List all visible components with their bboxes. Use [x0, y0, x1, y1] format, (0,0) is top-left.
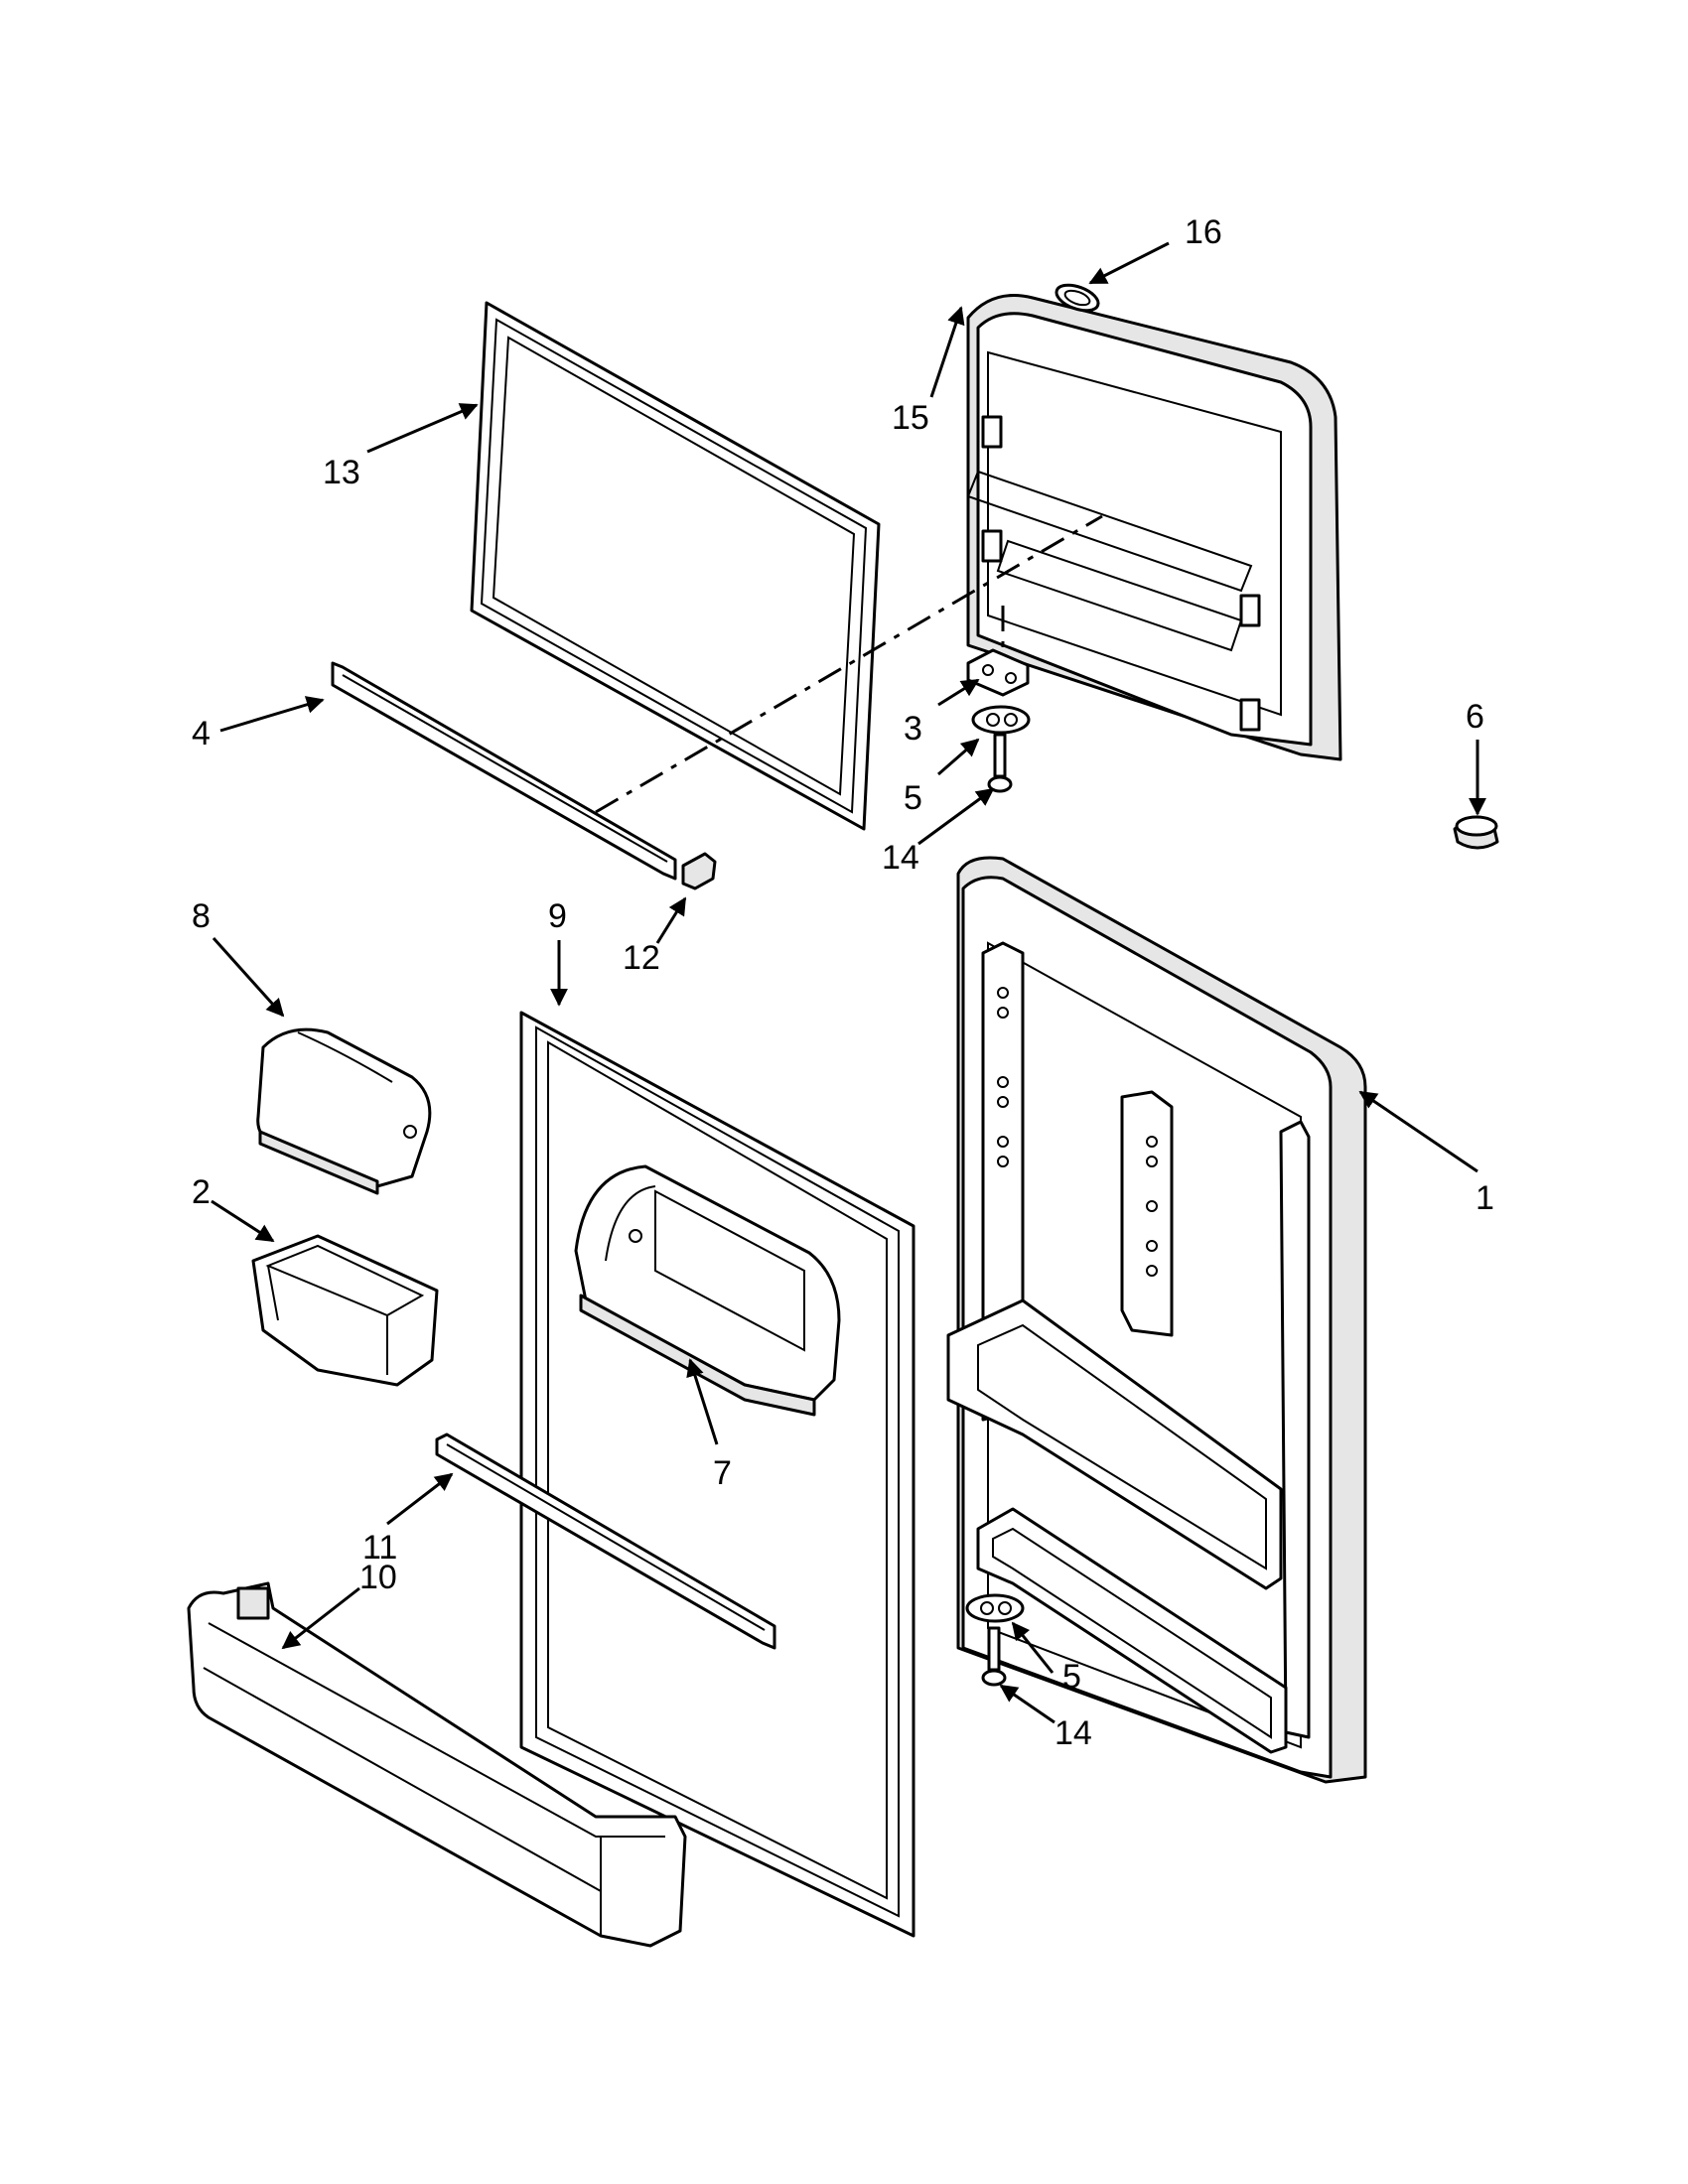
trim-clip	[681, 852, 717, 890]
hinge-bushing-lower	[965, 1593, 1025, 1623]
leader-arrows	[211, 241, 1486, 1724]
callout-15: 15	[892, 399, 929, 437]
leader-16	[1088, 241, 1170, 285]
leader-3	[937, 678, 980, 707]
leader-14-lower	[999, 1684, 1055, 1724]
callout-8: 8	[192, 897, 211, 935]
leader-1	[1358, 1090, 1478, 1173]
leader-10	[281, 1586, 360, 1650]
hinge-screw-lower	[981, 1626, 1007, 1687]
callout-12: 12	[623, 939, 660, 977]
freezer-door-plug	[1055, 283, 1100, 313]
leader-7	[686, 1358, 719, 1445]
callout-16: 16	[1185, 213, 1222, 251]
dairy-compartment-door	[256, 1027, 432, 1195]
callout-5-lower: 5	[1062, 1658, 1081, 1696]
callout-6: 6	[1466, 698, 1484, 736]
hinge-screw-upper	[987, 733, 1013, 793]
callout-9: 9	[548, 897, 567, 935]
leader-11	[386, 1472, 454, 1526]
callout-3: 3	[904, 710, 922, 748]
leader-15	[929, 306, 965, 398]
door-trim-strip	[331, 661, 677, 881]
callout-14-upper: 14	[882, 839, 919, 877]
leader-4	[219, 696, 325, 733]
refrigerator-door	[946, 856, 1367, 1784]
callout-4: 4	[192, 715, 211, 752]
callout-13: 13	[323, 454, 360, 491]
leader-5-upper	[937, 738, 980, 776]
hinge-bushing-upper	[971, 705, 1031, 735]
callout-14-lower: 14	[1055, 1714, 1092, 1752]
freezer-door	[966, 294, 1342, 761]
leader-12	[655, 896, 687, 944]
leader-13	[366, 403, 479, 454]
dairy-bin	[574, 1164, 841, 1417]
callout-5-upper: 5	[904, 779, 922, 817]
gallon-door-bin	[187, 1581, 687, 1948]
callout-11: 11	[362, 1529, 397, 1567]
small-door-bin	[251, 1234, 439, 1387]
callout-7: 7	[713, 1454, 732, 1492]
button-plug	[1453, 815, 1499, 850]
leader-2	[211, 1199, 275, 1243]
lower-trim-strip	[435, 1433, 776, 1650]
freezer-door-gasket	[470, 301, 881, 831]
leader-8	[211, 936, 285, 1018]
callout-10: 10	[359, 1559, 397, 1596]
callout-2: 2	[192, 1173, 211, 1211]
leader-14-upper	[917, 787, 995, 846]
leader-5-lower	[1011, 1621, 1055, 1674]
callout-1: 1	[1476, 1179, 1494, 1217]
assembly-line-upper	[595, 514, 1103, 814]
callout-numbers: 16 15 13 4 3 6 5 14 12 8 9 1 2 7 11 10 5…	[192, 213, 1494, 1752]
hinge-plate	[966, 648, 1030, 697]
